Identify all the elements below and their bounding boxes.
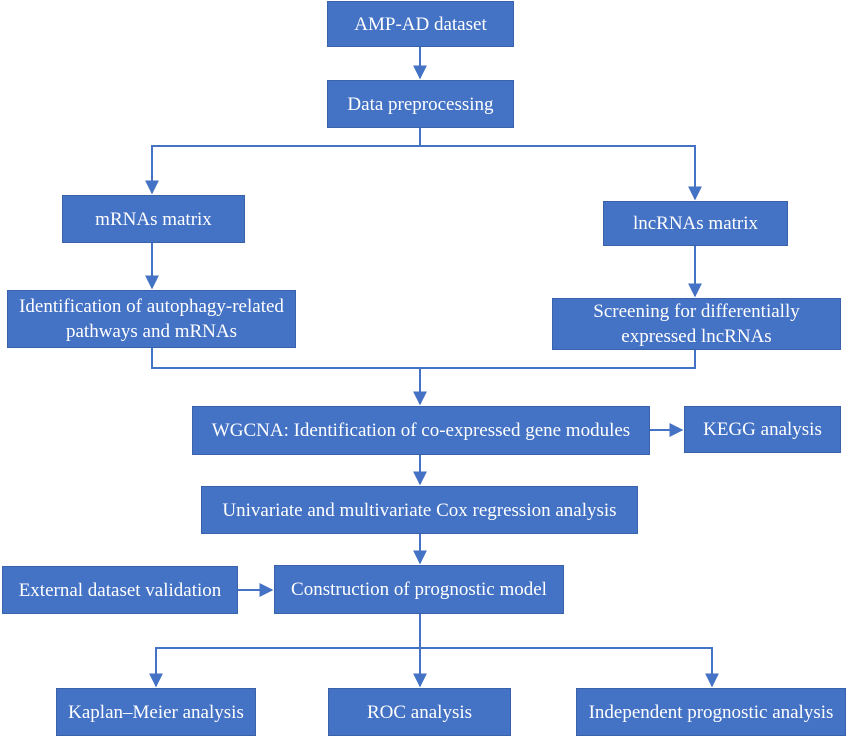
node-independent-prognostic: Independent prognostic analysis [576,688,846,736]
arrow-preprocessing-to-mrnas [145,128,421,195]
autophagy-line-1: Identification of autophagy-related [19,296,284,317]
node-data-preprocessing: Data preprocessing [327,80,514,128]
node-cox-regression: Univariate and multivariate Cox regressi… [201,486,638,534]
node-lncrnas-matrix: lncRNAs matrix [603,201,788,246]
node-roc-analysis: ROC analysis [328,688,511,736]
arrow-merge-to-wgcna [151,348,427,406]
node-prognostic-model: Construction of prognostic model [274,565,564,614]
node-wgcna: WGCNA: Identification of co-expressed ge… [192,406,650,455]
node-amp-ad-dataset: AMP-AD dataset [327,1,514,47]
node-autophagy-identification: Identification of autophagy-related path… [7,290,296,348]
line-screening-to-merge [420,350,696,369]
node-mrnas-matrix: mRNAs matrix [62,195,245,243]
arrow-preprocessing-to-lncrnas [420,145,702,201]
arrow-model-to-kaplan [149,647,420,688]
screening-line-1: Screening for differentially [593,301,800,322]
node-lncrna-screening: Screening for differentially expressed l… [552,298,841,350]
autophagy-line-2: pathways and mRNAs [66,321,237,342]
arrow-model-to-independent [420,647,719,688]
screening-line-2: expressed lncRNAs [621,326,772,347]
node-kegg-analysis: KEGG analysis [684,406,841,453]
node-kaplan-meier: Kaplan–Meier analysis [56,688,256,736]
node-external-validation: External dataset validation [2,566,238,614]
